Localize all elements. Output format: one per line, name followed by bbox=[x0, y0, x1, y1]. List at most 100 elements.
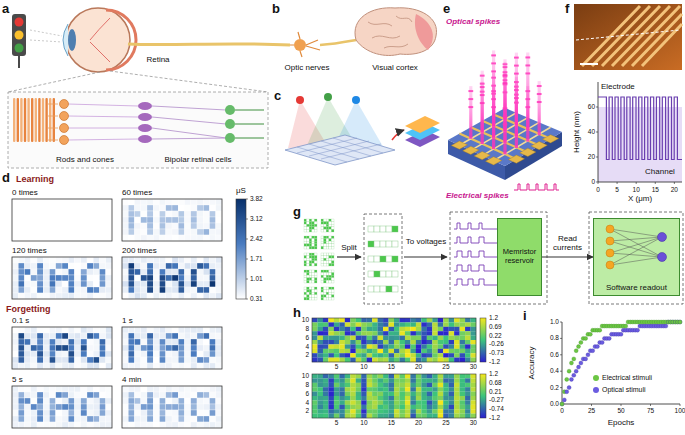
optical-spike bbox=[481, 82, 484, 132]
heatmap-cell bbox=[432, 344, 438, 349]
heatmap-cell bbox=[421, 336, 427, 341]
heatmap-cell bbox=[438, 405, 444, 410]
conductance-cell bbox=[135, 275, 141, 281]
conductance-cell bbox=[216, 351, 222, 357]
conductance-cell bbox=[178, 333, 184, 339]
heatmap-cell bbox=[328, 327, 334, 332]
conductance-cell bbox=[62, 339, 68, 345]
heatmap-cell bbox=[454, 340, 460, 345]
conductance-cell bbox=[100, 281, 106, 287]
heatmap-cell bbox=[405, 344, 411, 349]
heatmap-cell bbox=[465, 400, 471, 405]
heatmap-cell bbox=[432, 383, 438, 388]
conductance-cell bbox=[37, 333, 43, 339]
conductance-cell bbox=[166, 357, 172, 363]
heatmap-cell bbox=[416, 378, 422, 383]
conductance-cell bbox=[172, 398, 178, 404]
heatmap-cell bbox=[312, 396, 318, 401]
conductance-cell bbox=[56, 333, 62, 339]
conductance-cell bbox=[31, 386, 37, 392]
heatmap-cell bbox=[416, 318, 422, 323]
conductance-cell bbox=[210, 404, 216, 410]
heatmap-cell bbox=[345, 405, 351, 410]
heatmap-cell bbox=[449, 340, 455, 345]
electrical-spike bbox=[514, 184, 559, 190]
electrode-pad bbox=[508, 155, 524, 163]
conductance-cell bbox=[37, 263, 43, 269]
heatmap-cell bbox=[443, 414, 449, 419]
conductance-cell bbox=[75, 404, 81, 410]
heatmap-cell bbox=[410, 405, 416, 410]
electrode-pad bbox=[520, 148, 536, 156]
heatmap-cell bbox=[312, 400, 318, 405]
conductance-cell bbox=[62, 410, 68, 416]
heatmap-cell bbox=[328, 318, 334, 323]
conductance-cell bbox=[166, 339, 172, 345]
conductance-cell bbox=[153, 287, 159, 293]
heatmap-cell bbox=[345, 340, 351, 345]
conductance-cell bbox=[31, 398, 37, 404]
input-pixel bbox=[329, 256, 332, 259]
tick-mark bbox=[560, 354, 562, 355]
conductance-cell bbox=[56, 257, 62, 263]
conductance-cell bbox=[106, 357, 112, 363]
input-pixel bbox=[326, 273, 329, 276]
input-pixel bbox=[307, 275, 310, 278]
split-pixel bbox=[368, 271, 374, 277]
bottom-electrode bbox=[482, 121, 539, 146]
input-pixel bbox=[331, 263, 334, 266]
conductance-cell bbox=[75, 223, 81, 229]
conductance-cell bbox=[153, 257, 159, 263]
heatmap-cell bbox=[427, 392, 433, 397]
conductance-cell bbox=[50, 339, 56, 345]
conductance-cell bbox=[81, 351, 87, 357]
conductance-cell bbox=[197, 229, 203, 235]
heatmap-cell bbox=[421, 358, 427, 363]
heatmap-cell bbox=[399, 383, 405, 388]
optical-spike bbox=[503, 59, 506, 131]
heatmap-cell bbox=[389, 322, 395, 327]
conductance-cell bbox=[50, 398, 56, 404]
pipeline bbox=[589, 212, 683, 304]
heatmap-cell bbox=[399, 331, 405, 336]
heatmap-cell bbox=[410, 331, 416, 336]
conductance-cell bbox=[197, 269, 203, 275]
heatmap-cell bbox=[383, 383, 389, 388]
conductance-cell bbox=[100, 345, 106, 351]
voltage-pulse bbox=[454, 251, 497, 257]
heatmap-cell bbox=[323, 344, 329, 349]
conductance-cell bbox=[31, 287, 37, 293]
conductance-cell bbox=[216, 363, 222, 369]
conductance-cell bbox=[68, 275, 74, 281]
heatmap-cell bbox=[421, 344, 427, 349]
conductance-cell bbox=[185, 333, 191, 339]
conductance-cell bbox=[93, 199, 99, 205]
heatmap-cell bbox=[350, 344, 356, 349]
heatmap-cell bbox=[438, 378, 444, 383]
conductance-cell bbox=[68, 357, 74, 363]
conductance-cell bbox=[153, 333, 159, 339]
conductance-cell bbox=[12, 269, 18, 275]
input-pixel bbox=[309, 239, 312, 242]
conductance-cell bbox=[203, 410, 209, 416]
conductance-cell bbox=[93, 263, 99, 269]
optical-spike bbox=[538, 81, 541, 135]
input-pixel bbox=[331, 229, 334, 232]
heatmap-cell bbox=[405, 353, 411, 358]
heatmap-cell bbox=[389, 331, 395, 336]
conductance-cell bbox=[216, 269, 222, 275]
heatmap-cell bbox=[471, 396, 477, 401]
conductance-cell bbox=[43, 211, 49, 217]
input-pixel bbox=[304, 253, 307, 256]
heatmap-cell bbox=[405, 318, 411, 323]
heatmap-cell bbox=[399, 322, 405, 327]
input-pixel bbox=[314, 236, 317, 239]
conductance-cell bbox=[197, 410, 203, 416]
conductance-cell bbox=[100, 422, 106, 428]
heatmap-cell bbox=[394, 349, 400, 354]
conductance-cell bbox=[128, 422, 134, 428]
profile-plot bbox=[598, 82, 682, 182]
conductance-cell bbox=[153, 345, 159, 351]
heatmap-cell bbox=[399, 327, 405, 332]
heatmap-cell bbox=[328, 392, 334, 397]
